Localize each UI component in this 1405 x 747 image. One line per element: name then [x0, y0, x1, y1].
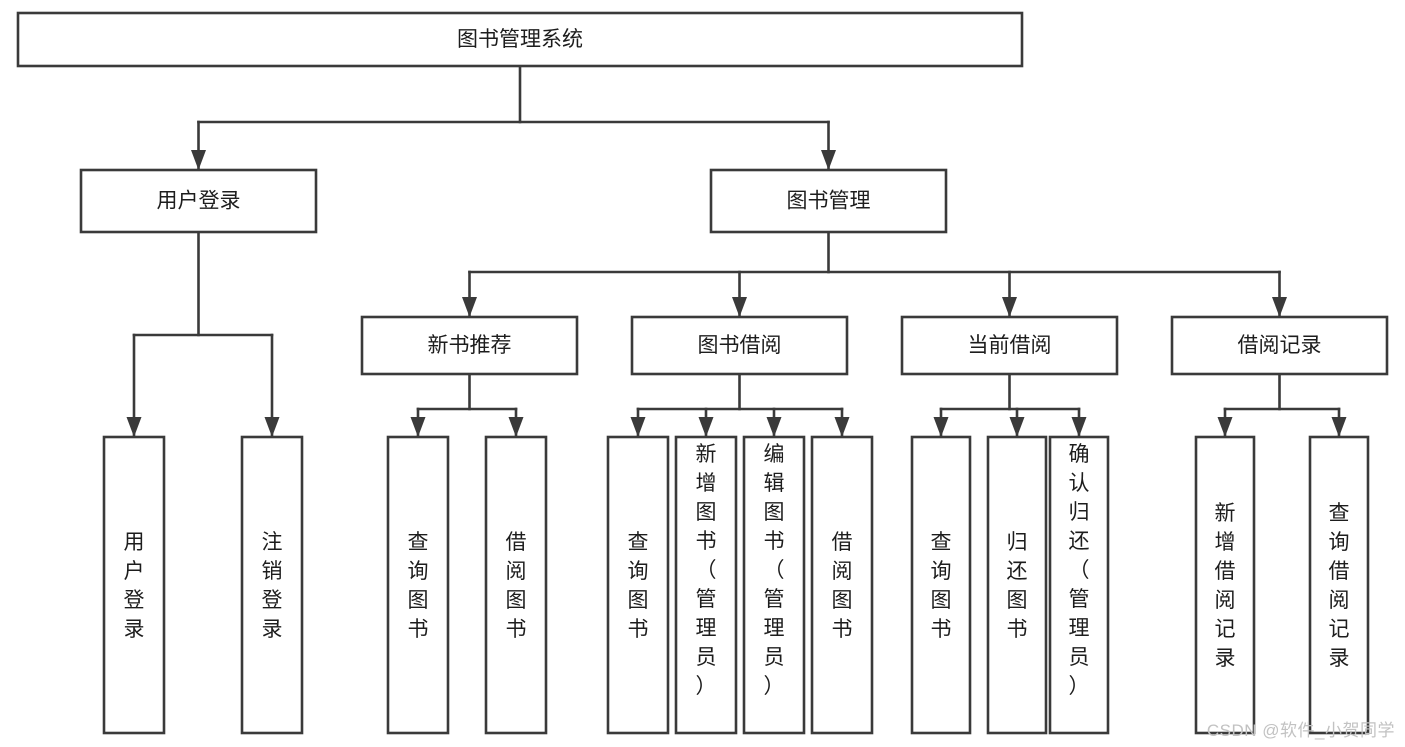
node-box[interactable] [16, 11, 1024, 68]
node-level3-2[interactable]: 当前借阅 [900, 315, 1119, 376]
node-box[interactable] [240, 435, 304, 735]
node-box[interactable] [900, 315, 1119, 376]
node-box[interactable] [630, 315, 849, 376]
node-level2-1[interactable]: 图书管理 [709, 168, 948, 234]
csdn-watermark: CSDN @软件_小贺同学 [1206, 721, 1395, 740]
arrow-head [410, 417, 426, 437]
node-label: 注销登录 [262, 531, 283, 641]
node-level3-3[interactable]: 借阅记录 [1170, 315, 1389, 376]
arrow-head [630, 417, 646, 437]
arrow-head [933, 417, 949, 437]
node-leaf-11[interactable]: 新增借阅记录 [1194, 435, 1256, 735]
node-label: 查询图书 [628, 531, 649, 641]
node-box[interactable] [1308, 435, 1370, 735]
node-level3-0[interactable]: 新书推荐 [360, 315, 579, 376]
node-label: 查询图书 [408, 531, 429, 641]
arrow-head [264, 417, 280, 437]
node-leaf-0[interactable]: 用户登录 [102, 435, 166, 735]
arrow-head [508, 417, 524, 437]
node-box[interactable] [1194, 435, 1256, 735]
connector-group [462, 230, 1287, 319]
node-box[interactable] [484, 435, 548, 735]
node-label: 归还图书 [1007, 531, 1028, 641]
connector-group [126, 230, 280, 439]
arrow-head [766, 417, 782, 437]
arrow-head [462, 297, 477, 317]
node-label: 借阅记录 [1238, 334, 1322, 357]
node-leaf-1[interactable]: 注销登录 [240, 435, 304, 735]
arrow-head [1009, 417, 1025, 437]
arrow-head [1272, 297, 1287, 317]
node-label: 用户登录 [157, 190, 241, 213]
node-label: 借阅图书 [506, 531, 527, 641]
node-label: 查询借阅记录 [1329, 502, 1350, 670]
node-label: 新增图书（管理员） [696, 443, 717, 698]
node-box[interactable] [79, 168, 318, 234]
node-label: 新增借阅记录 [1215, 502, 1236, 670]
node-label: 借阅图书 [832, 531, 853, 641]
connector-group [1217, 372, 1347, 439]
node-leaf-12[interactable]: 查询借阅记录 [1308, 435, 1370, 735]
node-box[interactable] [606, 435, 670, 735]
node-box[interactable] [810, 435, 874, 735]
node-box[interactable] [102, 435, 166, 735]
node-label: 图书管理 [787, 190, 871, 213]
arrow-head [1217, 417, 1233, 437]
node-leaf-3[interactable]: 借阅图书 [484, 435, 548, 735]
node-label: 编辑图书（管理员） [764, 443, 785, 698]
node-leaf-6[interactable]: 编辑图书（管理员） [742, 435, 806, 735]
node-label: 当前借阅 [968, 334, 1052, 357]
arrow-head [1071, 417, 1087, 437]
node-leaf-7[interactable]: 借阅图书 [810, 435, 874, 735]
node-box[interactable] [742, 435, 806, 735]
arrow-head [191, 150, 206, 170]
node-label: 用户登录 [124, 531, 145, 641]
node-label: 确认归还（管理员） [1069, 443, 1090, 698]
node-box[interactable] [986, 435, 1048, 735]
connector-group [191, 64, 836, 172]
node-label: 图书借阅 [698, 334, 782, 357]
arrow-head [1331, 417, 1347, 437]
node-label: 新书推荐 [428, 334, 512, 357]
node-label: 图书管理系统 [457, 28, 583, 51]
node-leaf-10[interactable]: 确认归还（管理员） [1048, 435, 1110, 735]
node-level3-1[interactable]: 图书借阅 [630, 315, 849, 376]
arrow-head [126, 417, 142, 437]
connector-group [630, 372, 850, 439]
node-box[interactable] [910, 435, 972, 735]
node-box[interactable] [360, 315, 579, 376]
node-level2-0[interactable]: 用户登录 [79, 168, 318, 234]
arrow-head [821, 150, 836, 170]
node-label: 查询图书 [931, 531, 952, 641]
node-layer: 图书管理系统用户登录图书管理新书推荐图书借阅当前借阅借阅记录用户登录注销登录查询… [16, 11, 1389, 735]
node-leaf-5[interactable]: 新增图书（管理员） [674, 435, 738, 735]
arrow-head [698, 417, 714, 437]
node-box[interactable] [386, 435, 450, 735]
arrow-head [732, 297, 747, 317]
node-box[interactable] [1048, 435, 1110, 735]
connector-layer [126, 64, 1347, 439]
connector-group [933, 372, 1087, 439]
node-leaf-8[interactable]: 查询图书 [910, 435, 972, 735]
node-leaf-9[interactable]: 归还图书 [986, 435, 1048, 735]
arrow-head [1002, 297, 1017, 317]
arrow-head [834, 417, 850, 437]
node-box[interactable] [674, 435, 738, 735]
node-root-0[interactable]: 图书管理系统 [16, 11, 1024, 68]
node-leaf-2[interactable]: 查询图书 [386, 435, 450, 735]
node-box[interactable] [1170, 315, 1389, 376]
node-leaf-4[interactable]: 查询图书 [606, 435, 670, 735]
connector-group [410, 372, 524, 439]
node-box[interactable] [709, 168, 948, 234]
